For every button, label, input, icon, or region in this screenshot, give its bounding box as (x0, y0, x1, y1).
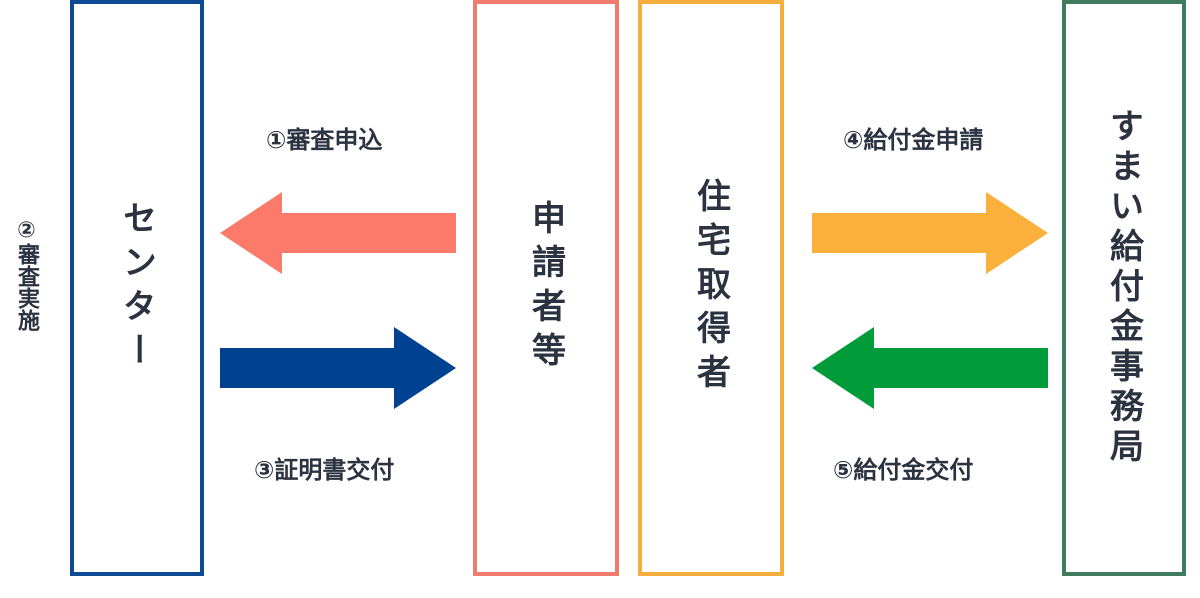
step5-label: ⑤給付金交付 (833, 456, 974, 484)
step1-arrow-shape (220, 192, 456, 274)
center-box: センター (70, 0, 204, 576)
step3-arrow-shape (220, 327, 456, 409)
step5-arrow-shape (812, 327, 1048, 409)
acquirer-box: 住宅取得者 (638, 0, 784, 576)
step2-label: ②審査実施 (14, 218, 39, 331)
step3-arrow (220, 327, 456, 409)
step1-arrow (220, 192, 456, 274)
applicant-label: 申請者等 (525, 200, 566, 376)
step4-label: ④給付金申請 (843, 126, 984, 154)
acquirer-label: 住宅取得者 (690, 178, 731, 398)
office-label: すまい給付金事務局 (1103, 108, 1144, 468)
center-label: センター (116, 200, 157, 376)
office-box: すまい給付金事務局 (1062, 0, 1186, 576)
step1-label: ①審査申込 (266, 126, 383, 154)
applicant-box: 申請者等 (473, 0, 619, 576)
step4-arrow (812, 192, 1048, 274)
step3-label: ③証明書交付 (254, 456, 395, 484)
step4-arrow-shape (812, 192, 1048, 274)
step5-arrow (812, 327, 1048, 409)
